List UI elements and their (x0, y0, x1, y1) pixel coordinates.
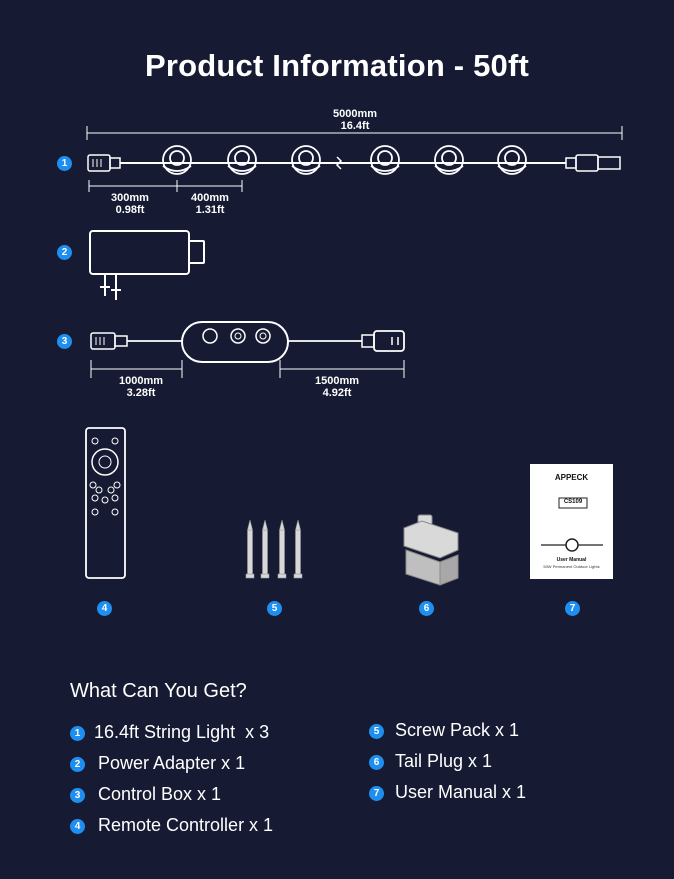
marker-7: 7 (565, 601, 580, 616)
list-item-number: 2 (70, 757, 85, 772)
control-left-mm: 1000mm (118, 375, 164, 387)
section-title: What Can You Get? (70, 680, 247, 702)
control-right-length-label: 1500mm 4.92ft (306, 375, 368, 399)
control-left-ft: 3.28ft (126, 387, 156, 399)
list-item-number: 1 (70, 726, 85, 741)
power-adapter-illustration (89, 230, 205, 300)
list-item-label: Screw Pack x 1 (395, 720, 520, 740)
marker-1: 1 (57, 156, 72, 171)
list-item-number: 5 (369, 724, 384, 739)
manual-title: User Manual (556, 557, 587, 563)
spacing-length-ft: 1.31ft (195, 204, 225, 216)
list-item-label: Tail Plug x 1 (395, 751, 493, 771)
marker-4: 4 (97, 601, 112, 616)
list-item-number: 3 (70, 788, 85, 803)
list-item-label: User Manual x 1 (395, 782, 527, 802)
total-length-label: 5000mm 16.4ft (310, 108, 400, 132)
string-light-illustration (86, 126, 623, 192)
list-item-number: 6 (369, 755, 384, 770)
control-right-ft: 4.92ft (322, 387, 352, 399)
marker-5: 5 (267, 601, 282, 616)
list-item-number: 7 (369, 786, 384, 801)
marker-6: 6 (419, 601, 434, 616)
list-item-label: Control Box x 1 (98, 784, 222, 804)
manual-model: CS109 (563, 499, 583, 505)
tail-plug-illustration (403, 514, 459, 586)
control-left-length-label: 1000mm 3.28ft (110, 375, 172, 399)
marker-3: 3 (57, 334, 72, 349)
lead-length-ft: 0.98ft (115, 204, 145, 216)
control-right-mm: 1500mm (314, 375, 360, 387)
lead-length-mm: 300mm (111, 192, 149, 204)
control-box-illustration (90, 321, 405, 378)
total-length-ft: 16.4ft (340, 120, 370, 132)
manual-brand: APPECK (554, 473, 589, 482)
page-title: Product Information - 50ft (144, 48, 530, 83)
total-length-mm: 5000mm (332, 108, 378, 120)
user-manual-illustration (530, 464, 613, 579)
lead-length-label: 300mm 0.98ft (100, 192, 160, 216)
list-item-number: 4 (70, 819, 85, 834)
list-item-label: 16.4ft String Light x 3 (94, 722, 270, 742)
list-item-label: Remote Controller x 1 (98, 815, 274, 835)
screw-pack-illustration (245, 519, 303, 579)
spacing-length-mm: 400mm (191, 192, 229, 204)
spacing-length-label: 400mm 1.31ft (180, 192, 240, 216)
manual-subtitle: 50W Permanent Outdoor Lights (543, 564, 600, 569)
remote-controller-illustration (85, 427, 126, 579)
list-item-label: Power Adapter x 1 (98, 753, 246, 773)
marker-2: 2 (57, 245, 72, 260)
